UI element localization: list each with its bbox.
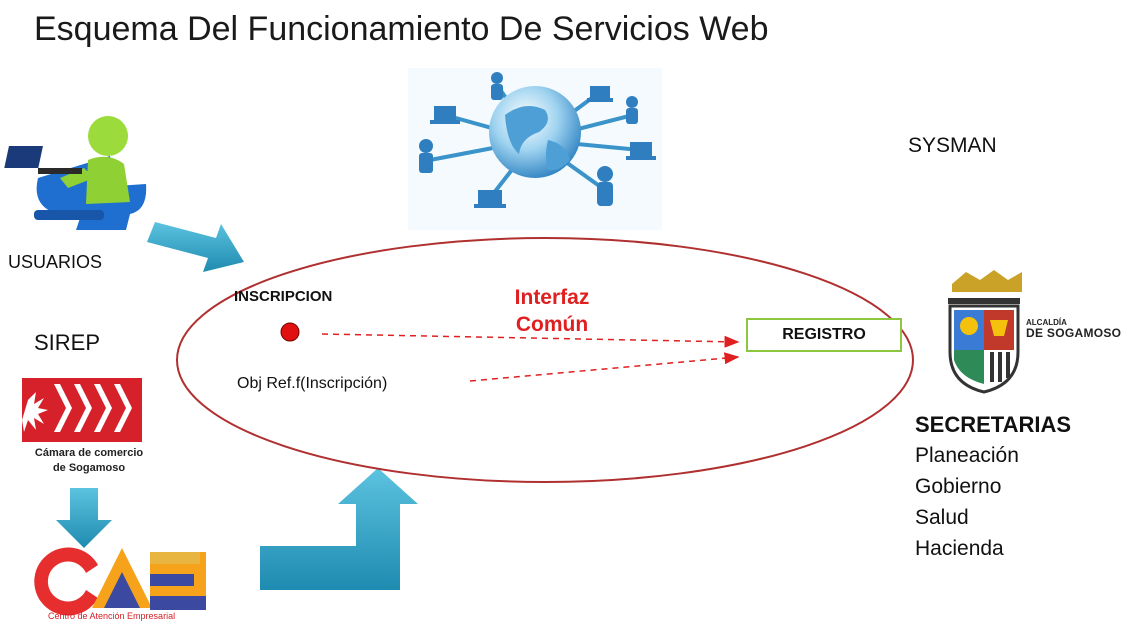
interfaz-ellipse xyxy=(176,237,914,483)
dashed-arrow-objref xyxy=(469,352,740,382)
interfaz-line2: Común xyxy=(515,313,589,336)
camara-caption-line1: Cámara de comercio xyxy=(34,447,144,459)
camara-comercio-logo xyxy=(22,378,142,442)
camara-caption-line2: de Sogamoso xyxy=(52,462,126,474)
secretaria-item-hacienda: Hacienda xyxy=(915,537,1004,560)
alcaldia-word: ALCALDÍA xyxy=(1026,318,1067,327)
bend-up-arrow xyxy=(260,468,418,590)
sysman-label: SYSMAN xyxy=(908,134,997,157)
page-title: Esquema Del Funcionamiento De Servicios … xyxy=(34,10,769,48)
secretaria-item-planeacion: Planeación xyxy=(915,444,1019,467)
usuarios-arrow xyxy=(147,222,244,272)
camara-caption: Cámara de comercio de Sogamoso xyxy=(14,446,164,476)
down-arrow xyxy=(56,488,112,548)
interfaz-comun-label: Interfaz Común xyxy=(452,284,652,338)
secretaria-item-gobierno: Gobierno xyxy=(915,475,1002,498)
alcaldia-shield-logo xyxy=(948,270,1022,394)
user-computer-icon xyxy=(4,116,147,230)
dashed-arrow-inscripcion xyxy=(321,333,740,348)
sirep-label: SIREP xyxy=(34,330,101,355)
cae-caption: Centro de Atención Empresarial xyxy=(48,611,176,621)
usuarios-label: USUARIOS xyxy=(8,252,103,272)
interfaz-line1: Interfaz xyxy=(514,286,590,309)
inscripcion-label: INSCRIPCION xyxy=(234,288,333,305)
secretarias-title: SECRETARIAS xyxy=(915,412,1072,437)
cae-logo xyxy=(34,547,206,616)
network-globe-icon xyxy=(408,68,662,230)
secretaria-item-salud: Salud xyxy=(915,506,969,529)
obj-ref-label: Obj Ref.f(Inscripción) xyxy=(237,375,388,392)
sogamoso-word: DE SOGAMOSO xyxy=(1026,326,1122,340)
inscripcion-dot xyxy=(280,322,300,342)
registro-box: REGISTRO xyxy=(746,318,902,352)
